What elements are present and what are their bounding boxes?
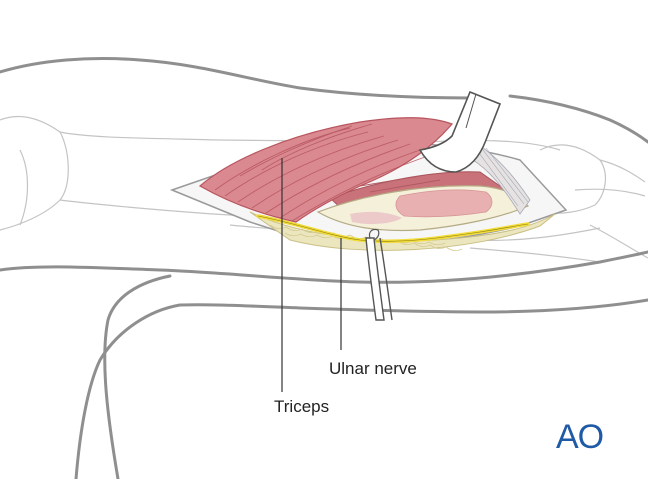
leader-lines	[281, 158, 342, 392]
nerve-retractor-instrument	[365, 228, 393, 321]
ulnar-nerve-label: Ulnar nerve	[329, 359, 417, 378]
muscle-retractor-instrument	[418, 90, 502, 173]
triceps-label: Triceps	[274, 397, 329, 416]
bone-outlines	[0, 115, 648, 263]
ao-logo: AO	[556, 418, 603, 456]
triceps-muscle	[198, 117, 454, 223]
arm-outline	[0, 57, 648, 479]
